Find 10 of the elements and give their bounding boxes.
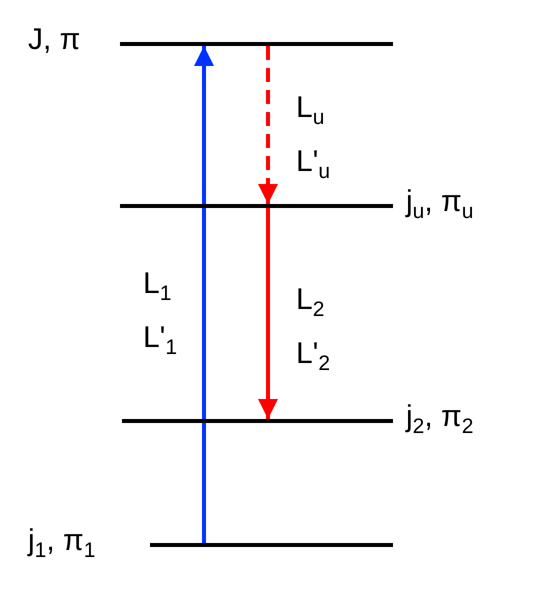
level-label: j$_{2}$, π$_{2}$ <box>406 399 474 440</box>
edge-label: L$_{1}$ L'$_{1}$ <box>143 266 178 361</box>
transition-arrow <box>194 46 214 543</box>
level-label: j$_{1}$, π$_{1}$ <box>28 523 96 564</box>
edge-label: L$_{u}$ L'$_{u}$ <box>296 90 332 185</box>
transition-arrow <box>258 208 278 419</box>
transition-arrow <box>258 46 278 204</box>
level-label: j$_{u}$, π$_{u}$ <box>406 184 474 225</box>
edge-label: L$_{2}$ L'$_{2}$ <box>296 282 332 377</box>
level-label: J, π <box>28 22 80 58</box>
